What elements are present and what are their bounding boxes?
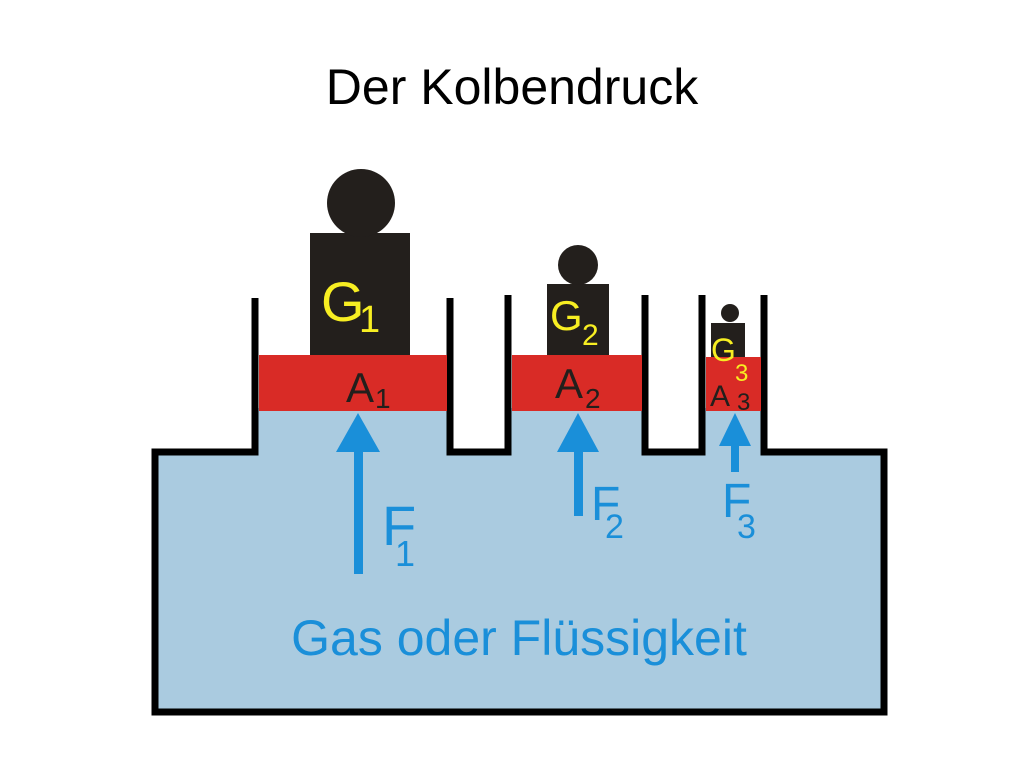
area-label-1: A	[346, 364, 374, 411]
force-label-2: F	[591, 478, 620, 531]
force-sub-3: 3	[737, 508, 756, 546]
piston-1	[259, 355, 447, 411]
weight-2-knob	[558, 245, 598, 285]
weight-2-block	[547, 284, 609, 355]
weight-label-3: G	[711, 332, 736, 368]
weight-label-1: G	[321, 270, 365, 333]
weight-label-2: G	[550, 292, 583, 339]
area-sub-1: 1	[375, 383, 391, 414]
weight-1-knob	[327, 169, 395, 237]
area-sub-3: 3	[737, 389, 750, 416]
area-label-2: A	[555, 360, 583, 407]
piston-2	[512, 355, 642, 411]
force-sub-1: 1	[395, 533, 415, 574]
medium-label: Gas oder Flüssigkeit	[291, 610, 747, 666]
weight-3-knob	[721, 304, 739, 322]
page-title: Der Kolbendruck	[325, 59, 699, 115]
weight-1-block	[310, 233, 410, 355]
weight-sub-2: 2	[582, 319, 599, 352]
area-label-3: A	[710, 380, 730, 413]
weight-sub-3: 3	[735, 360, 748, 387]
weight-sub-1: 1	[359, 299, 380, 341]
force-arrow-2	[557, 413, 599, 516]
piston-3	[706, 357, 761, 411]
force-sub-2: 2	[605, 508, 624, 546]
force-label-3: F	[722, 475, 751, 528]
force-label-1: F	[382, 494, 416, 557]
fluid-fill	[155, 408, 884, 712]
area-sub-2: 2	[585, 383, 601, 414]
force-arrow-1	[336, 413, 380, 574]
container-outline	[151, 295, 888, 716]
force-arrow-3	[719, 413, 751, 472]
weight-3-block	[711, 323, 745, 357]
